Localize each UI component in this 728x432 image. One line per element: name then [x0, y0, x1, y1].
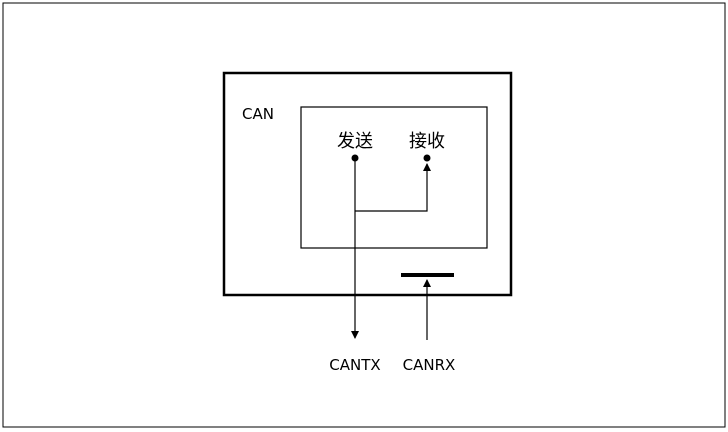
cantx-label: CANTX [329, 356, 380, 374]
rx-label: 接收 [409, 131, 445, 152]
can-module-box [222, 71, 513, 297]
tx-label: 发送 [337, 131, 373, 152]
canrx-label: CANRX [403, 356, 456, 374]
loopback-path [355, 163, 431, 212]
inner-box [300, 106, 488, 249]
rx-node-dot [423, 154, 431, 162]
can-module-label: CAN [242, 105, 274, 123]
